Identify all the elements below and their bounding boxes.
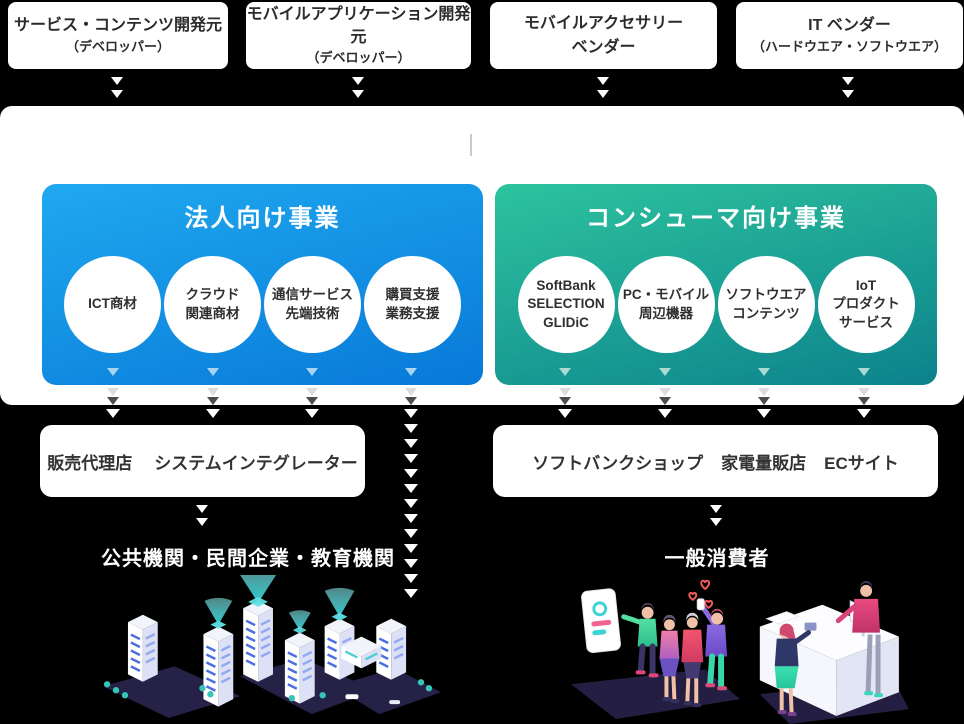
bypass-flow-arrows bbox=[404, 424, 418, 598]
category-circle: ソフトウエア コンテンツ bbox=[717, 256, 815, 353]
clerk bbox=[835, 580, 884, 698]
supplier-box-accessory: モバイルアクセサリー ベンダー bbox=[490, 2, 717, 69]
main-panel: 法人向け事業 ICT商材 クラウド 関連商材 通信サービス 先端技術 購買支援 … bbox=[0, 106, 964, 405]
corporate-customer-label: 公共機関・民間企業・教育機関 bbox=[101, 548, 395, 570]
category-circle: 購買支援 業務支援 bbox=[364, 256, 461, 353]
office-tower bbox=[127, 614, 158, 682]
flow-arrows bbox=[206, 368, 220, 418]
down-arrow-icon bbox=[351, 77, 365, 98]
low-building bbox=[341, 636, 382, 669]
flow-arrows bbox=[404, 368, 418, 418]
customer-at-counter bbox=[774, 623, 811, 717]
supplier-box-it-vendor: IT ベンダー （ハードウエア・ソフトウエア） bbox=[736, 2, 963, 69]
supplier-box-developer: サービス・コンテンツ開発元 （デベロッパー） bbox=[8, 2, 228, 69]
panel-title: 法人向け事業 bbox=[184, 205, 341, 232]
down-arrow-icon bbox=[841, 77, 855, 98]
wifi-beam bbox=[204, 575, 355, 634]
office-tower bbox=[243, 600, 273, 682]
people-group bbox=[621, 598, 728, 708]
category-circle: クラウド 関連商材 bbox=[164, 256, 261, 353]
consumer-business-panel: コンシューマ向け事業 SoftBank SELECTION GLIDiC PC・… bbox=[495, 184, 937, 385]
heart-icon bbox=[688, 579, 714, 610]
office-tower bbox=[203, 626, 234, 707]
smartphone-illustration bbox=[581, 588, 621, 653]
supplier-title: モバイルアプリケーション開発元 bbox=[246, 5, 471, 47]
category-circles: SoftBank SELECTION GLIDiC PC・モバイル 周辺機器 ソ… bbox=[495, 256, 937, 353]
office-tower bbox=[284, 632, 315, 704]
down-arrow-icon bbox=[596, 77, 610, 98]
channel-item: ECサイト bbox=[824, 453, 899, 473]
supplier-box-mobile-app: モバイルアプリケーション開発元 （デベロッパー） bbox=[246, 2, 471, 69]
channel-item: 販売代理店 bbox=[47, 453, 133, 473]
category-circle: PC・モバイル 周辺機器 bbox=[617, 256, 715, 353]
flow-arrows bbox=[757, 368, 771, 418]
flow-arrows bbox=[106, 368, 120, 418]
channel-item: ソフトバンクショップ bbox=[532, 453, 704, 473]
consumers-illustration bbox=[571, 579, 909, 724]
category-circles: ICT商材 クラウド 関連商材 通信サービス 先端技術 購買支援 業務支援 bbox=[42, 256, 483, 353]
supplier-title: IT ベンダー bbox=[808, 17, 891, 35]
supplier-title: サービス・コンテンツ開発元 bbox=[13, 17, 222, 35]
supplier-subtitle: （ハードウエア・ソフトウエア） bbox=[751, 38, 947, 54]
category-circle: ICT商材 bbox=[64, 256, 161, 353]
flow-arrows bbox=[305, 368, 319, 418]
consumer-channel-box: ソフトバンクショップ 家電量販店 ECサイト bbox=[493, 425, 938, 497]
category-circle: 通信サービス 先端技術 bbox=[264, 256, 361, 353]
logo-divider bbox=[470, 134, 472, 156]
channel-item: 家電量販店 bbox=[721, 453, 807, 473]
panel-title: コンシューマ向け事業 bbox=[586, 205, 846, 232]
down-arrow-icon bbox=[709, 505, 723, 526]
supplier-title: モバイルアクセサリー bbox=[523, 15, 684, 33]
category-circle: SoftBank SELECTION GLIDiC bbox=[517, 256, 615, 353]
corporate-business-panel: 法人向け事業 ICT商材 クラウド 関連商材 通信サービス 先端技術 購買支援 … bbox=[42, 184, 483, 385]
flow-arrows bbox=[558, 368, 572, 418]
city-illustration bbox=[103, 575, 441, 719]
down-arrow-icon bbox=[110, 77, 124, 98]
consumer-customer-label: 一般消費者 bbox=[664, 548, 770, 570]
supplier-subtitle: （デベロッパー） bbox=[65, 38, 170, 54]
channel-item: システムインテグレーター bbox=[154, 453, 358, 473]
corporate-channel-box: 販売代理店 システムインテグレーター bbox=[40, 425, 365, 497]
supplier-subtitle: （デベロッパー） bbox=[306, 50, 411, 66]
tree bbox=[103, 679, 433, 702]
down-arrow-icon bbox=[195, 505, 209, 526]
category-circle: IoT プロダクト サービス bbox=[817, 256, 915, 353]
car bbox=[345, 694, 401, 705]
flow-arrows bbox=[658, 368, 672, 418]
supplier-subtitle: ベンダー bbox=[571, 38, 636, 56]
flow-arrows bbox=[857, 368, 871, 418]
